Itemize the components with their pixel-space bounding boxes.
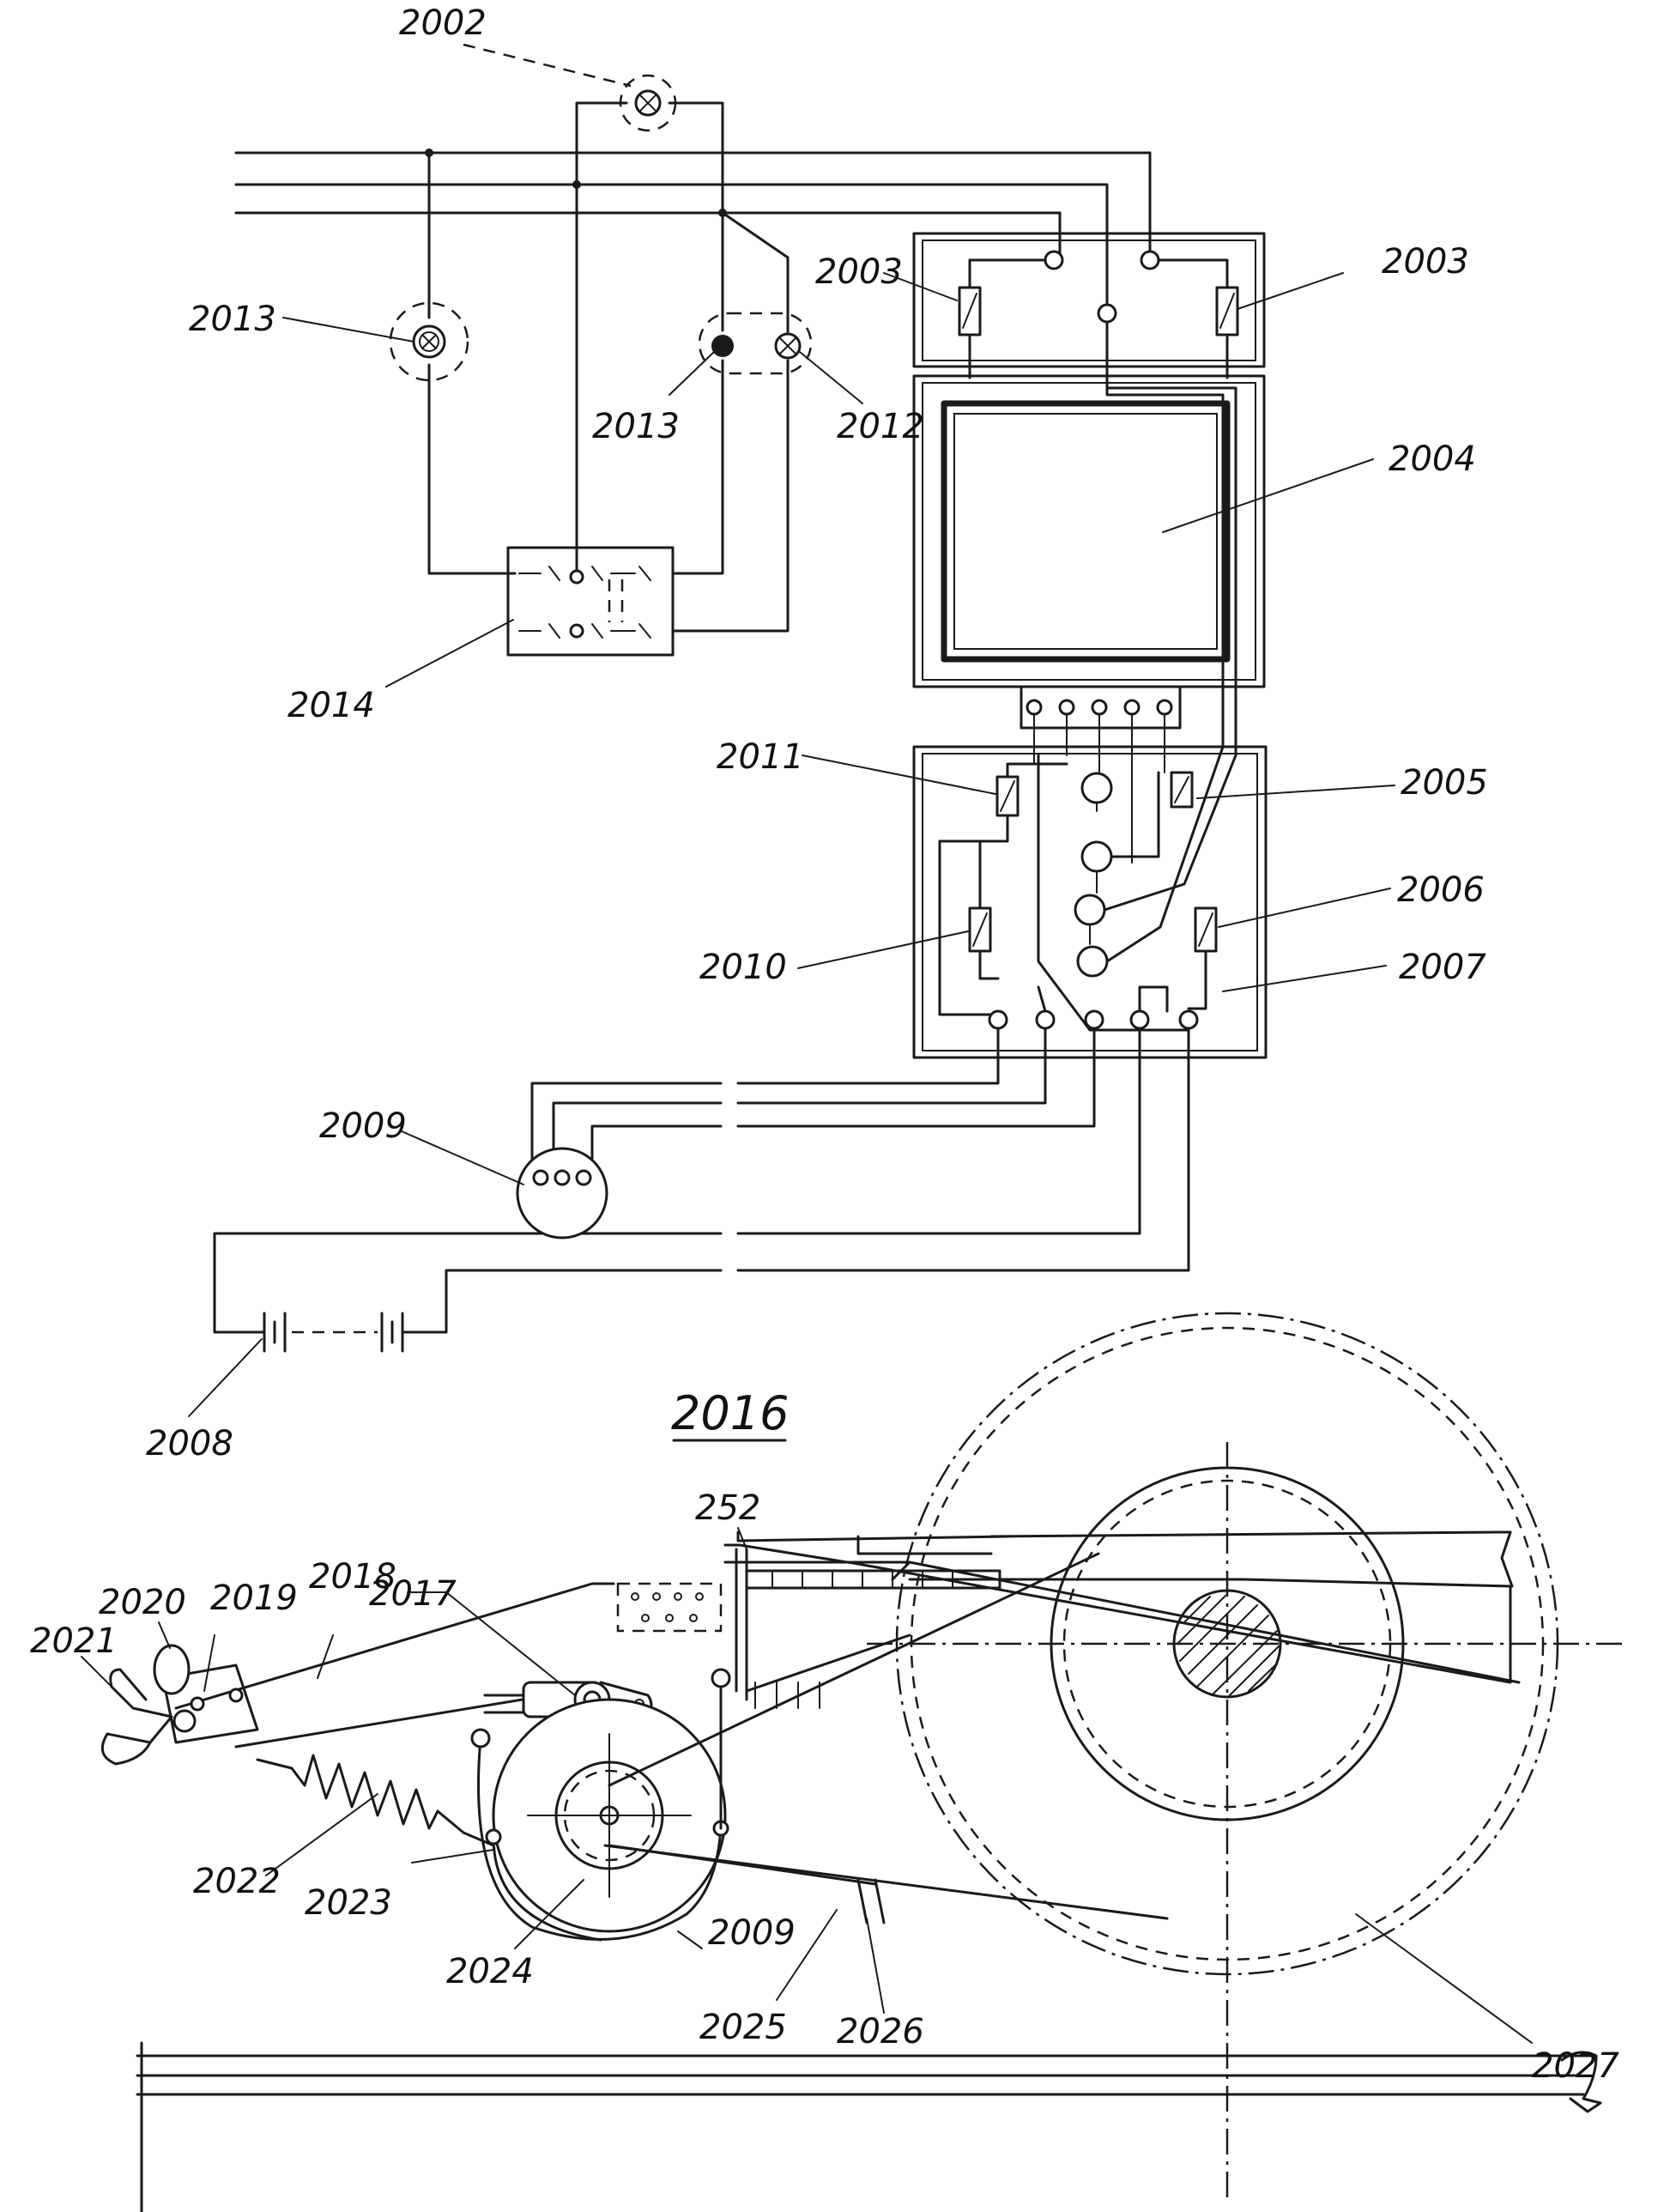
label-2007: 2007 bbox=[1399, 948, 1486, 987]
label-252: 252 bbox=[695, 1488, 760, 1528]
label-2002: 2002 bbox=[399, 3, 487, 43]
label-2019: 2019 bbox=[210, 1579, 298, 1618]
label-2014: 2014 bbox=[287, 686, 375, 725]
mechanism-leaders bbox=[81, 1527, 1533, 2044]
label-2003-left: 2003 bbox=[815, 252, 903, 292]
connector-252 bbox=[616, 1548, 1001, 1709]
lamp-pair-2013-2012 bbox=[672, 211, 813, 633]
label-2006: 2006 bbox=[1397, 870, 1485, 910]
label-2013-center: 2013 bbox=[592, 407, 680, 446]
switch-box-2014 bbox=[506, 183, 675, 657]
label-2011: 2011 bbox=[717, 737, 804, 777]
label-2005: 2005 bbox=[1401, 763, 1488, 803]
label-2008: 2008 bbox=[146, 1424, 233, 1464]
motor-and-battery-wiring bbox=[213, 1027, 1190, 1334]
display-unit-2004 bbox=[912, 374, 1266, 688]
bus-lines bbox=[234, 148, 1152, 311]
lamp-2013-left bbox=[389, 151, 517, 575]
connector-strip bbox=[1020, 685, 1182, 864]
label-2022: 2022 bbox=[193, 1862, 281, 1901]
battery-2008 bbox=[256, 1312, 409, 1353]
electrical-schematic: 2002 2003 2003 2013 2013 2012 2004 2014 … bbox=[146, 3, 1488, 1464]
control-box bbox=[912, 745, 1268, 1059]
label-2025: 2025 bbox=[699, 2008, 787, 2047]
rail bbox=[136, 2041, 1602, 2212]
mechanism-title: 2016 bbox=[671, 1386, 789, 1440]
arm-2018 bbox=[161, 1582, 615, 1748]
motor-2009 bbox=[516, 1147, 608, 1239]
mechanism-labels: 252 2020 2019 2018 2017 2021 2022 2023 2… bbox=[30, 1488, 1619, 2086]
label-2010: 2010 bbox=[699, 948, 787, 987]
brake-drum bbox=[470, 1668, 731, 1942]
label-2004: 2004 bbox=[1389, 439, 1476, 479]
label-2003-right: 2003 bbox=[1382, 242, 1469, 282]
label-2023: 2023 bbox=[305, 1883, 392, 1923]
mechanism-2016: 2016 bbox=[30, 1312, 1622, 2212]
lamp-2002 bbox=[575, 74, 724, 215]
label-2009: 2009 bbox=[319, 1106, 407, 1146]
label-2027: 2027 bbox=[1532, 2046, 1619, 2086]
belt bbox=[603, 1552, 1169, 1924]
schematic-labels: 2002 2003 2003 2013 2013 2012 2004 2014 … bbox=[146, 3, 1488, 1464]
handle-grips bbox=[100, 1644, 197, 1766]
fuse-box-2003 bbox=[912, 232, 1266, 757]
label-2013-left: 2013 bbox=[189, 300, 276, 339]
label-2017: 2017 bbox=[369, 1574, 457, 1614]
label-2026: 2026 bbox=[837, 2012, 924, 2051]
schematic-leaders bbox=[188, 43, 1395, 1417]
frame-beam bbox=[723, 1530, 1521, 1684]
label-2024: 2024 bbox=[446, 1952, 534, 1991]
label-2009-drum: 2009 bbox=[708, 1913, 796, 1953]
label-2020: 2020 bbox=[99, 1583, 186, 1622]
spring-2022 bbox=[256, 1754, 495, 1847]
label-2018: 2018 bbox=[309, 1557, 396, 1597]
label-2012: 2012 bbox=[837, 407, 924, 446]
large-wheel bbox=[867, 1312, 1622, 2197]
label-2021: 2021 bbox=[30, 1621, 118, 1661]
